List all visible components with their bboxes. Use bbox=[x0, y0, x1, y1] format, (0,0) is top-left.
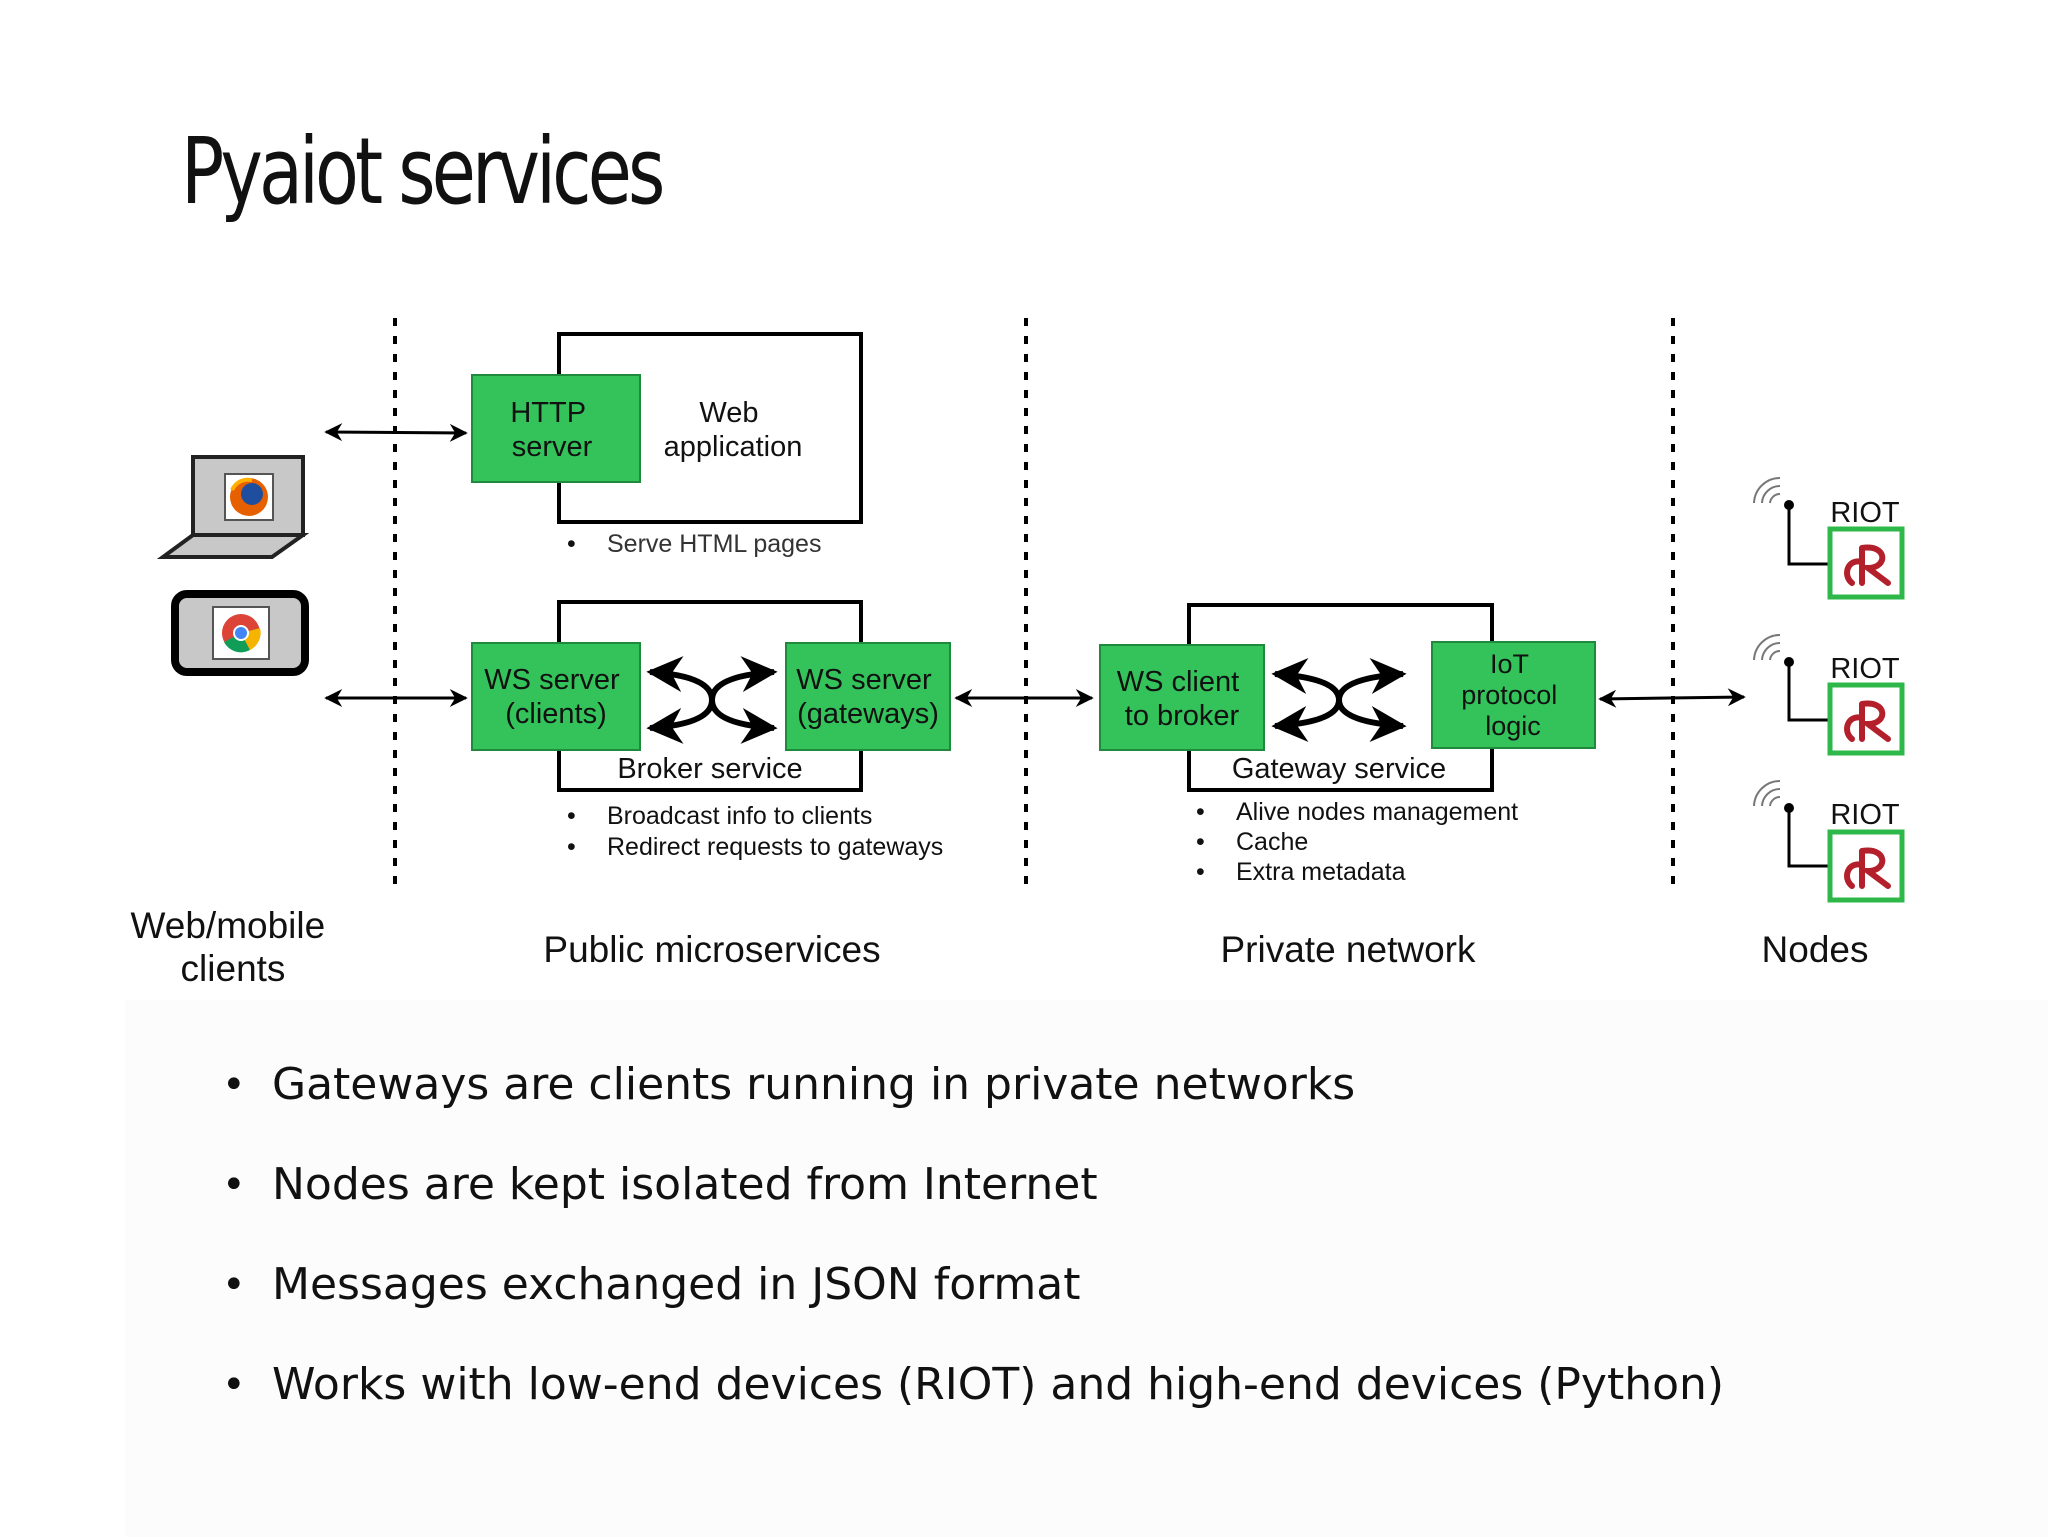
riot-node-1: RIOT bbox=[1753, 477, 1905, 600]
riot-node-label: RIOT bbox=[1830, 799, 1900, 831]
ws-server-gateways-label: WS server (gateways) bbox=[796, 664, 939, 730]
http-server-label: HTTP server bbox=[510, 397, 593, 463]
bullet-item: Works with low-end devices (RIOT) and hi… bbox=[222, 1355, 1724, 1455]
http-server-box bbox=[471, 374, 641, 483]
gateway-service-label: Gateway service bbox=[1232, 753, 1446, 785]
ws-server-clients-label: WS server (clients) bbox=[484, 664, 627, 730]
section-private-label: Private network bbox=[1221, 929, 1476, 970]
arrow-clients-http bbox=[324, 423, 468, 442]
riot-logo-icon bbox=[1827, 526, 1905, 600]
web-application-label: Web application bbox=[664, 397, 803, 463]
antenna-icon bbox=[1753, 477, 1781, 504]
section-public-label: Public microservices bbox=[543, 929, 880, 970]
arrow-gateway-nodes bbox=[1598, 688, 1746, 708]
iot-protocol-logic-label: IoT protocol logic bbox=[1461, 649, 1565, 741]
riot-node-3: RIOT bbox=[1753, 780, 1905, 903]
riot-logo-icon bbox=[1827, 682, 1905, 756]
antenna-icon bbox=[1753, 780, 1781, 807]
ws-server-gateways-box bbox=[785, 642, 951, 751]
section-clients-label: Web/mobile clients bbox=[131, 905, 336, 989]
riot-logo-icon bbox=[1827, 829, 1905, 903]
bullet-item: Gateways are clients running in private … bbox=[222, 1055, 1724, 1155]
laptop-firefox-icon bbox=[156, 455, 310, 559]
ws-client-broker-box bbox=[1099, 644, 1265, 751]
web-notes: •Serve HTML pages bbox=[567, 530, 821, 558]
bullet-item: Nodes are kept isolated from Internet bbox=[222, 1155, 1724, 1255]
riot-node-label: RIOT bbox=[1830, 653, 1900, 685]
antenna-icon bbox=[1753, 634, 1781, 661]
bullet-item: Messages exchanged in JSON format bbox=[222, 1255, 1724, 1355]
gateway-cross-arrows-icon bbox=[1271, 658, 1407, 742]
gateway-notes: •Alive nodes management •Cache •Extra me… bbox=[1196, 798, 1525, 886]
riot-node-label: RIOT bbox=[1830, 497, 1900, 529]
phone-chrome-icon bbox=[171, 590, 309, 676]
broker-notes: •Broadcast info to clients •Redirect req… bbox=[567, 802, 943, 861]
slide-title: Pyaiot services bbox=[181, 118, 665, 225]
section-nodes-label: Nodes bbox=[1762, 929, 1869, 970]
iot-protocol-logic-box bbox=[1431, 641, 1596, 749]
broker-cross-arrows-icon bbox=[646, 656, 778, 744]
ws-client-broker-label: WS client to broker bbox=[1117, 666, 1248, 732]
bullet-list: Gateways are clients running in private … bbox=[222, 1055, 1724, 1455]
riot-node-2: RIOT bbox=[1753, 634, 1905, 756]
ws-server-clients-box bbox=[471, 642, 641, 751]
broker-service-label: Broker service bbox=[617, 753, 802, 785]
